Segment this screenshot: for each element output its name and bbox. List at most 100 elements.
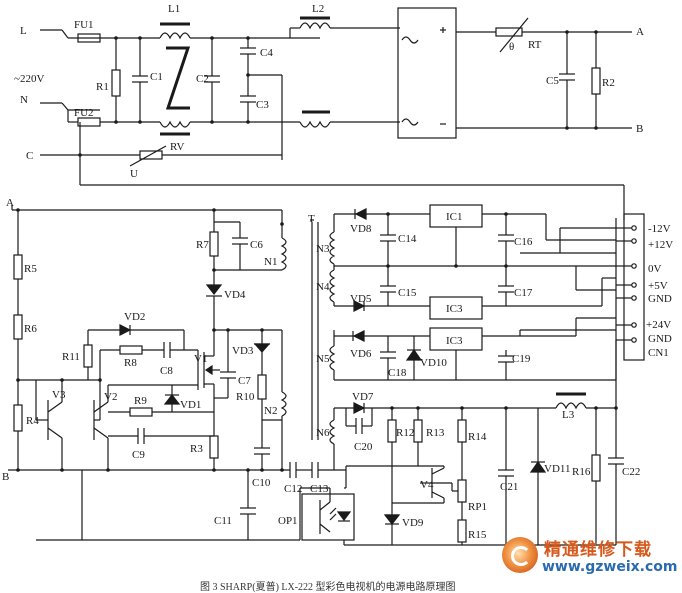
secondary-section: [310, 204, 645, 546]
label-r11: R11: [62, 351, 80, 363]
label-ic1: IC1: [446, 211, 463, 223]
regulator-ic3-upper: [429, 296, 483, 320]
label-c20: C20: [354, 441, 373, 453]
label-vd7: VD7: [352, 391, 374, 403]
cn1-name: CN1: [648, 347, 669, 359]
label-r13: R13: [426, 427, 445, 439]
label-c3: C3: [256, 99, 269, 111]
site-watermark: 精通维修下载 www.gzweix.com: [502, 535, 678, 579]
transistor-v2: [93, 380, 109, 470]
primary-switching-section: [8, 205, 355, 541]
label-node-a-top: A: [636, 26, 644, 38]
label-vd10: VD10: [420, 357, 447, 369]
figure-caption: 图 3 SHARP(夏普) LX-222 型彩色电视机的电源电路原理图: [200, 580, 456, 593]
resistor-r14: [457, 419, 467, 443]
cn1-pin: [631, 282, 637, 288]
label-r9: R9: [134, 395, 147, 407]
label-r3: R3: [190, 443, 203, 455]
label-vd2: VD2: [124, 311, 145, 323]
mosfet-v1: [197, 330, 220, 398]
label-fu2: FU2: [74, 107, 94, 119]
label-rt: RT: [528, 39, 542, 51]
resistor-r12: [387, 419, 397, 443]
resistor-r16: [591, 454, 601, 482]
label-vd9: VD9: [402, 517, 424, 529]
label-c1: C1: [150, 71, 163, 83]
label-v3: V3: [52, 389, 66, 401]
label-ic3a: IC3: [446, 303, 463, 315]
label-vd8: VD8: [350, 223, 372, 235]
labels: L ~220V N C FU1 FU2 R1 C1 L1 C2 C4 C3 L2…: [2, 3, 673, 593]
label-n6: N6: [316, 427, 330, 439]
label-node-b: B: [2, 471, 9, 483]
label-t: T: [308, 213, 315, 225]
cn1-pin: [631, 238, 637, 244]
label-c11: C11: [214, 515, 232, 527]
cn1-pin: [631, 263, 637, 269]
label-vd3: VD3: [232, 345, 254, 357]
fuse-fu2: [77, 117, 101, 127]
label-n5: N5: [316, 353, 330, 365]
label-c5: C5: [546, 75, 559, 87]
label-r14: R14: [468, 431, 487, 443]
transistor-v3: [35, 380, 63, 470]
label-op1: OP1: [278, 515, 298, 527]
label-u: U: [130, 168, 138, 180]
watermark-url: www.gzweix.com: [542, 559, 678, 575]
label-r15: R15: [468, 529, 487, 541]
label-c21: C21: [500, 481, 518, 493]
resistor-r1: [111, 69, 121, 97]
cn1-pin: [631, 225, 637, 231]
cn1-pin: [631, 322, 637, 328]
resistor-r15: [457, 519, 467, 543]
cn1-pin: [631, 295, 637, 301]
transformer-n1: [280, 237, 287, 271]
label-r5: R5: [24, 263, 37, 275]
label-n3: N3: [316, 243, 330, 255]
label-v1: V1: [194, 353, 207, 365]
label-r2: R2: [602, 77, 615, 89]
label-ic3b: IC3: [446, 335, 463, 347]
input-filter-section: [40, 7, 632, 220]
label-c7: C7: [238, 375, 251, 387]
transformer-n6: [329, 419, 336, 445]
potentiometer-rp1: [457, 479, 467, 503]
label-c10: C10: [252, 477, 271, 489]
label-r4: R4: [26, 415, 39, 427]
label-c8: C8: [160, 365, 173, 377]
label-r8: R8: [124, 357, 137, 369]
transformer-n5: [329, 345, 336, 371]
inductor-l1-bottom: [159, 120, 191, 128]
label-c19: C19: [512, 353, 531, 365]
label-input-c: C: [26, 150, 33, 162]
cn1-pin-label: GND: [648, 293, 672, 305]
watermark-title: 精通维修下载: [544, 540, 652, 560]
label-c6: C6: [250, 239, 263, 251]
label-l1: L1: [168, 3, 180, 15]
resistor-r11: [83, 344, 93, 368]
resistor-r13: [413, 419, 423, 443]
label-c16: C16: [514, 236, 533, 248]
label-vd1: VD1: [180, 399, 201, 411]
transformer-n2: [280, 391, 287, 417]
label-n2: N2: [264, 405, 277, 417]
label-vd11: VD11: [544, 463, 570, 475]
label-c12: C12: [284, 483, 302, 495]
label-n1: N1: [264, 256, 277, 268]
label-c17: C17: [514, 287, 533, 299]
cn1-pin-label: +24V: [646, 319, 671, 331]
label-input-n: N: [20, 94, 28, 106]
connector-cn1: [623, 213, 645, 361]
resistor-r6: [13, 314, 23, 340]
label-input-voltage: ~220V: [14, 73, 44, 85]
transformer-n4: [329, 269, 336, 303]
label-c15: C15: [398, 287, 417, 299]
label-theta: θ: [509, 41, 514, 53]
label-rv: RV: [170, 141, 184, 153]
label-r6: R6: [24, 323, 37, 335]
resistor-r9: [129, 407, 153, 417]
label-vd6: VD6: [350, 348, 372, 360]
label-c22: C22: [622, 466, 640, 478]
label-c2: C2: [196, 73, 209, 85]
